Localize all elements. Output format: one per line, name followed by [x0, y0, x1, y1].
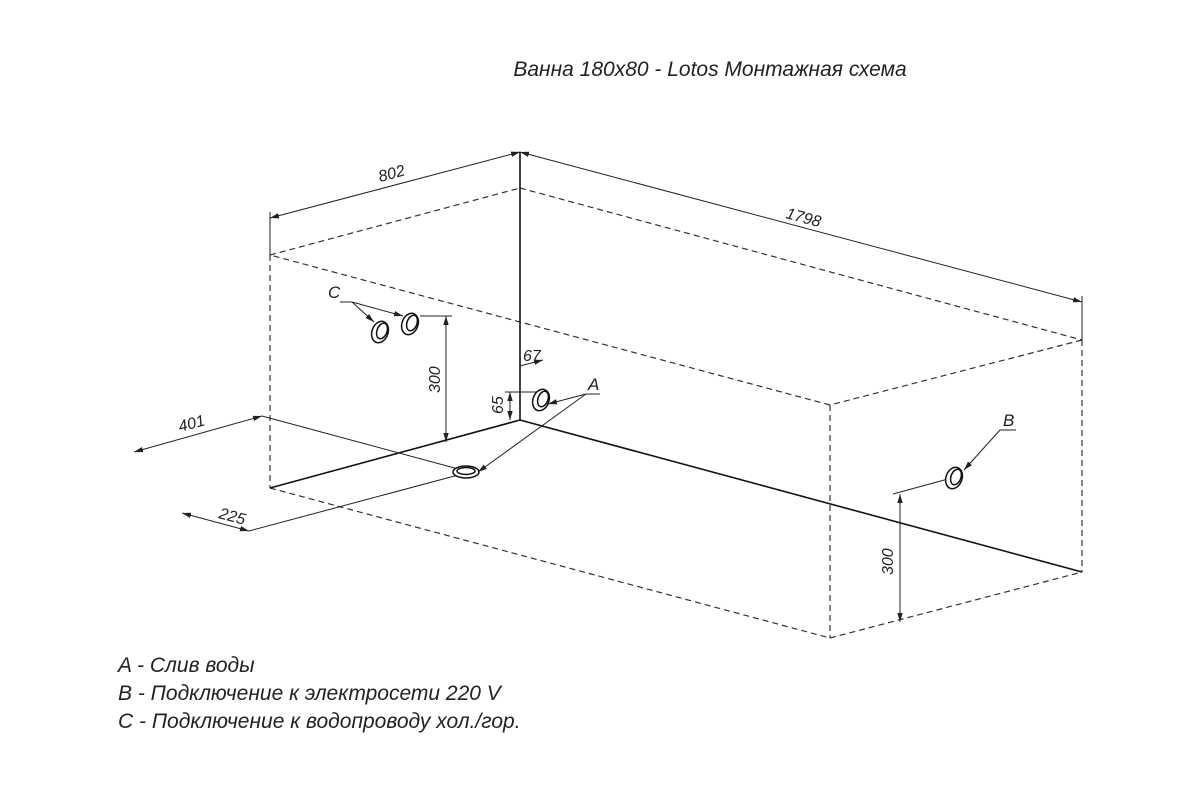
floor-lines [269, 152, 1083, 573]
label-a: A [587, 375, 599, 394]
diagram-title: Ванна 180x80 - Lotos Монтажная схема [513, 58, 907, 81]
dim-a-side: 67 [523, 348, 542, 365]
legend-item-b: B - Подключение к электросети 220 V [118, 682, 501, 705]
dim-b-height: 300 [880, 548, 897, 575]
leader-lines [340, 301, 1016, 473]
water-supply-pipes [370, 312, 420, 344]
legend: A - Слив воды B - Подключение к электрос… [118, 652, 521, 736]
dim-drain-225: 225 [216, 505, 247, 529]
label-c: C [328, 283, 341, 302]
label-b: B [1003, 411, 1014, 430]
dimension-lines [133, 151, 1083, 622]
dim-width-802: 802 [377, 163, 407, 186]
electric-connection [944, 466, 964, 490]
legend-item-a: A - Слив воды [118, 654, 255, 677]
legend-item-c: C - Подключение к водопроводу хол./гор. [118, 710, 521, 733]
dim-drain-401: 401 [177, 413, 207, 436]
drain-outlet [452, 388, 551, 479]
bathtub-outline [269, 187, 1083, 639]
dim-a-height: 65 [490, 396, 507, 414]
dim-c-height: 300 [427, 366, 444, 393]
